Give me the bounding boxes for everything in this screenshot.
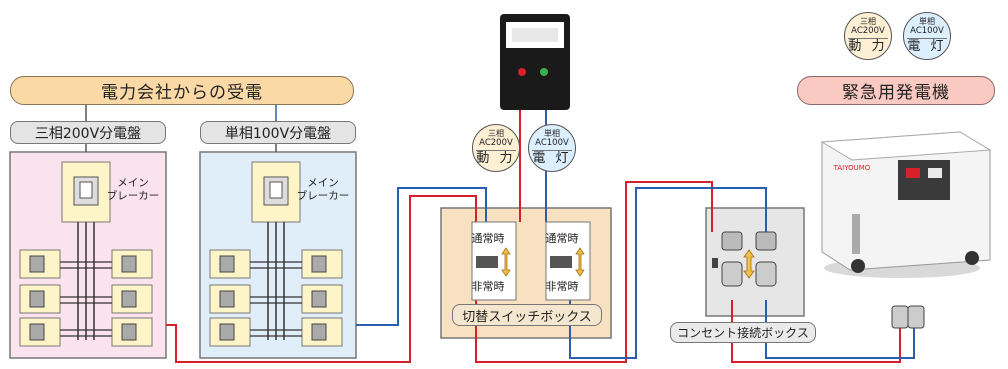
light-circle-top-line2: AC100V — [910, 26, 944, 36]
light-circle-top-label: 電 灯 — [907, 38, 947, 54]
switch-normal-label-left: 通常時 — [471, 232, 505, 245]
power-circle-mid: 三相 AC200V 動 力 — [472, 124, 520, 172]
three-phase-panel-label: 三相200V分電盤 — [10, 121, 166, 144]
outlet-box-label: コンセント接続ボックス — [670, 322, 816, 343]
light-circle-top: 単相 AC100V 電 灯 — [903, 12, 951, 60]
power-circle-top: 三相 AC200V 動 力 — [844, 12, 892, 60]
switch-emergency-label-left: 非常時 — [471, 280, 505, 293]
light-circle-mid: 単相 AC100V 電 灯 — [528, 124, 576, 172]
light-circle-mid-line1: 単相 — [544, 129, 560, 138]
power-circle-mid-label: 動 力 — [476, 150, 516, 166]
outlet-box — [705, 207, 805, 317]
switch-emergency-label-right: 非常時 — [545, 280, 579, 293]
switch-normal-label-right: 通常時 — [545, 232, 579, 245]
generator-title: 緊急用発電機 — [797, 76, 995, 105]
power-circle-mid-line1: 三相 — [488, 129, 504, 138]
power-circle-top-line2: AC200V — [851, 26, 885, 36]
power-circle-top-label: 動 力 — [848, 38, 888, 54]
utility-title: 電力会社からの受電 — [10, 76, 354, 105]
main-breaker-label-left: メイン ブレーカー — [106, 177, 160, 202]
generator-brand-label: TAIYOUMO — [833, 163, 871, 172]
power-circle-mid-line2: AC200V — [479, 138, 513, 148]
light-circle-top-line1: 単相 — [919, 17, 935, 26]
light-circle-mid-label: 電 灯 — [532, 150, 572, 166]
generator-illustration — [820, 131, 992, 278]
single-phase-panel-label: 単相100V分電盤 — [200, 121, 356, 144]
power-circle-top-line1: 三相 — [860, 17, 876, 26]
light-circle-mid-line2: AC100V — [535, 138, 569, 148]
switch-box-label: 切替スイッチボックス — [452, 304, 602, 326]
main-breaker-label-right: メイン ブレーカー — [296, 177, 350, 202]
